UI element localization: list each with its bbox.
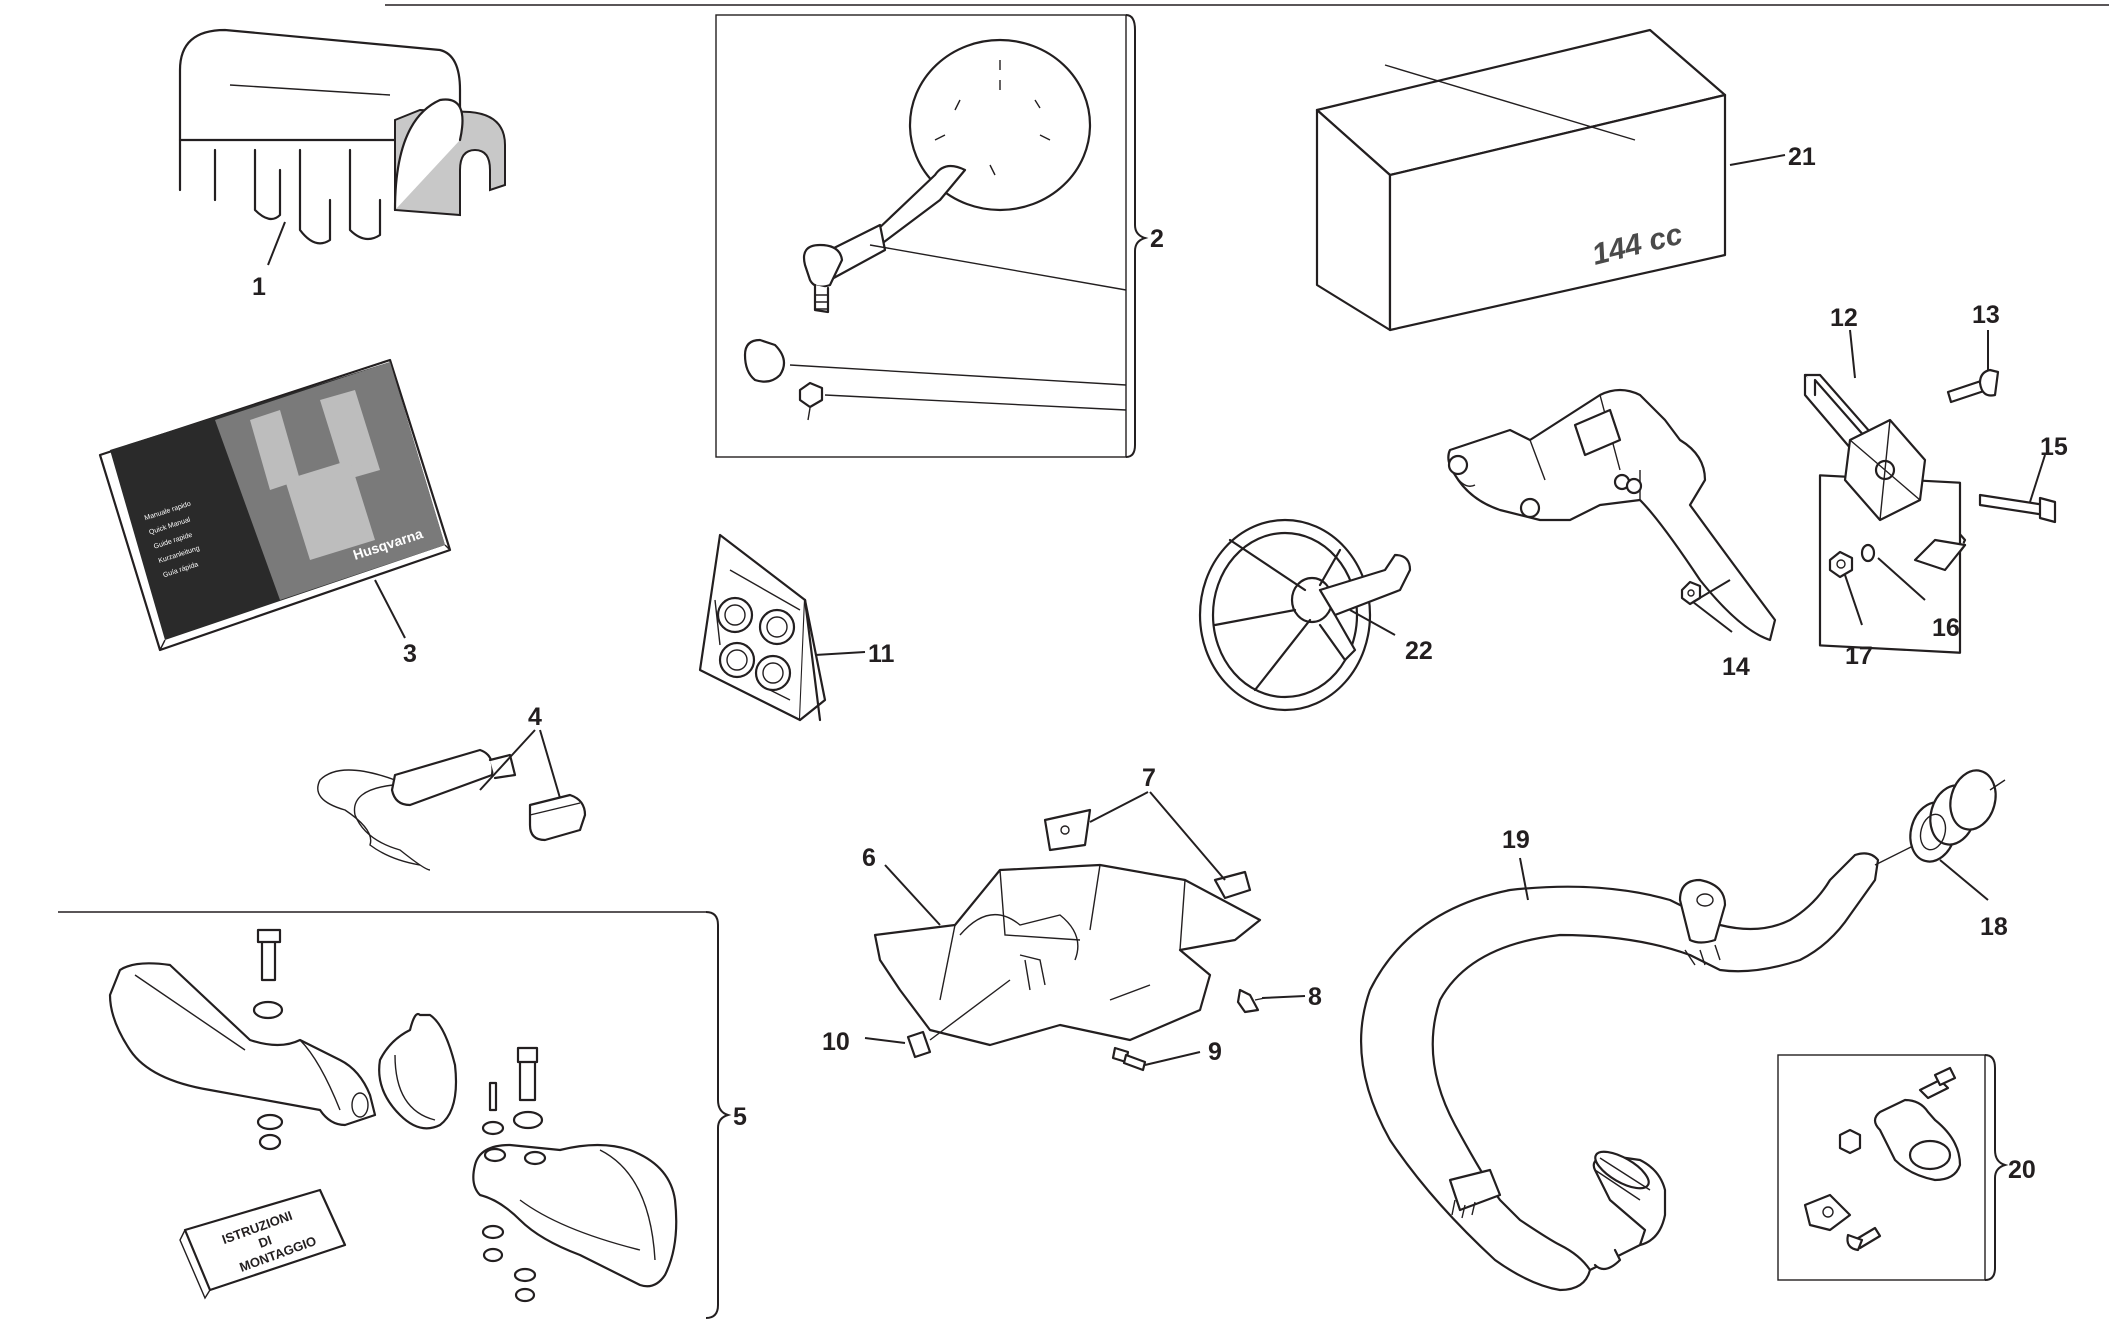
part-10-spacer	[906, 979, 1011, 1059]
leader-8	[1261, 995, 1306, 999]
part-22-filter-cage	[1198, 518, 1412, 712]
part-20-group	[1777, 1054, 2009, 1281]
callout-19: 19	[1502, 826, 1530, 854]
callout-10: 10	[822, 1028, 850, 1056]
callout-12: 12	[1830, 304, 1858, 332]
leader-17	[1844, 574, 1863, 626]
part-19-exhaust	[1360, 769, 2006, 1292]
instr-line-2: DI	[256, 1232, 273, 1251]
callout-5: 5	[733, 1103, 747, 1131]
part-12-17-tail-assembly	[1447, 368, 2057, 654]
callout-2: 2	[1150, 225, 1164, 253]
leader-22	[1349, 609, 1396, 636]
part-21-box: 144 cc	[1315, 28, 1727, 332]
part-11-decals	[698, 533, 827, 722]
leader-15	[2029, 454, 2046, 503]
leader-4	[479, 729, 561, 799]
leader-14	[1692, 579, 1733, 633]
callout-15: 15	[2040, 433, 2068, 461]
part-6-skid-plate	[873, 808, 1262, 1047]
leader-21	[1729, 154, 1786, 166]
callout-7: 7	[1142, 764, 1156, 792]
part-8-bolt	[1236, 988, 1266, 1014]
callout-13: 13	[1972, 301, 2000, 329]
part-3-manual: Manuale rapido Quick Manual Guide rapide…	[98, 358, 452, 652]
leader-3	[374, 579, 406, 639]
callout-16: 16	[1932, 614, 1960, 642]
leader-10	[864, 1037, 906, 1044]
leader-1	[267, 221, 286, 266]
leader-7	[1089, 791, 1226, 881]
leader-11	[814, 651, 866, 656]
leader-16	[1877, 557, 1926, 601]
leader-9	[1144, 1051, 1201, 1066]
callout-22: 22	[1405, 637, 1433, 665]
leader-12	[1849, 329, 1856, 379]
callout-11: 11	[868, 640, 895, 668]
group-2-box	[715, 14, 1127, 458]
part-2-group	[715, 14, 1149, 458]
callout-1: 1	[252, 273, 266, 301]
part-1-cover	[178, 28, 506, 245]
callout-20: 20	[2008, 1156, 2036, 1184]
part-4-usb	[317, 748, 587, 871]
callout-21: 21	[1788, 143, 1816, 171]
group-20-box	[1777, 1054, 1986, 1281]
callout-8: 8	[1308, 983, 1322, 1011]
leader-6	[884, 864, 941, 926]
callout-17: 17	[1845, 642, 1873, 670]
leader-18	[1939, 859, 1989, 901]
callout-14: 14	[1722, 653, 1750, 681]
callout-4: 4	[528, 703, 542, 731]
callout-18: 18	[1980, 913, 2008, 941]
part-9-bolt	[1111, 1046, 1147, 1072]
callout-9: 9	[1208, 1038, 1222, 1066]
leader-19	[1519, 857, 1529, 901]
callout-3: 3	[403, 640, 417, 668]
callout-6: 6	[862, 844, 876, 872]
part-5-group: ISTRUZIONI DI MONTAGGIO	[58, 911, 732, 1319]
